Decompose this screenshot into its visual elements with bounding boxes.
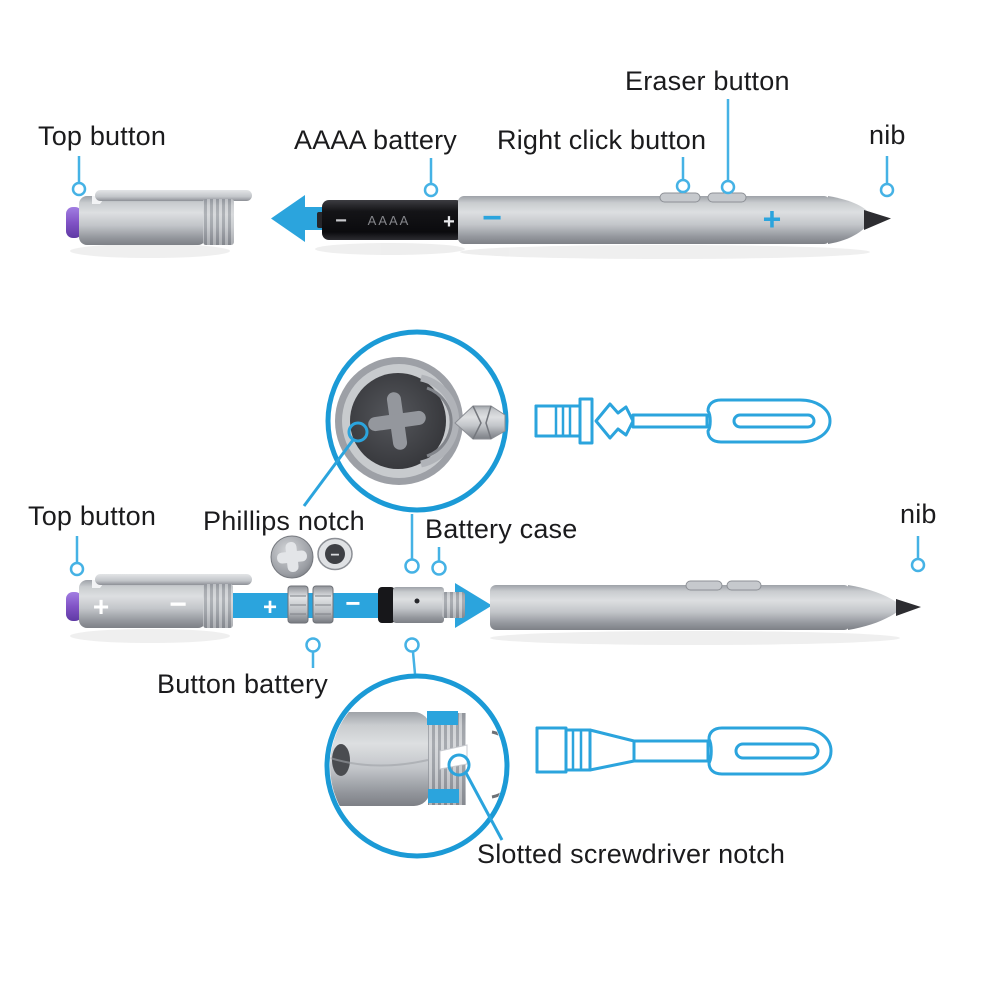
- pen-body-lower: [490, 580, 921, 630]
- pen-clip-lower: [95, 574, 252, 585]
- nib-label-lower: nib: [900, 499, 937, 529]
- lower-leader-lines: [69, 536, 926, 675]
- battery-size-text: AAAA: [368, 213, 411, 228]
- phillips-bit: [454, 405, 506, 440]
- right-click-button: [659, 192, 701, 203]
- upper-leader-lines: [71, 99, 895, 198]
- nib-label-upper: nib: [869, 120, 906, 150]
- notch-highlight-bottom: [428, 789, 459, 803]
- phillips-screwdriver-icon: [534, 397, 832, 445]
- pen-cap-upper: [66, 190, 252, 245]
- slotted-notch-leader: [464, 772, 504, 841]
- cap-plus-mark: +: [93, 591, 109, 622]
- eraser-button: [707, 192, 747, 203]
- coin-cell-plus-face: [270, 535, 314, 579]
- pen-body-upper: − +: [458, 192, 891, 244]
- top-button-purple: [66, 207, 82, 238]
- coin-cell-minus-mark: −: [330, 547, 339, 564]
- pen-nib-upper: [864, 210, 891, 230]
- pen-nib-lower: [896, 599, 921, 616]
- band-plus-mark: +: [263, 594, 277, 621]
- lower-exploded-pen: + − + −: [66, 535, 926, 675]
- phillips-cross: [368, 392, 426, 450]
- band-minus-mark: −: [345, 588, 360, 618]
- battery-minus-mark: −: [335, 210, 347, 232]
- upper-exploded-pen: − AAAA + − +: [66, 99, 895, 245]
- right-click-button-label: Right click button: [497, 125, 707, 155]
- magnifier-slotted-notch: [324, 673, 510, 859]
- phillips-notch-label: Phillips notch: [203, 506, 365, 536]
- pen-clip: [95, 190, 252, 201]
- pen-minus-mark: −: [482, 199, 502, 237]
- eraser-button-label: Eraser button: [625, 66, 790, 96]
- top-button-purple-lower: [66, 592, 82, 621]
- battery-plus-mark: +: [443, 211, 455, 233]
- button-battery-label: Button battery: [157, 669, 328, 699]
- coin-cell-minus-face: −: [317, 537, 353, 571]
- shadows: [70, 243, 900, 645]
- battery-case-leaders: [404, 514, 447, 576]
- phillips-notch-leader: [302, 439, 355, 507]
- notch-marker-circle: [347, 421, 369, 443]
- battery-case-label: Battery case: [425, 514, 578, 544]
- flat-screwdriver-icon: [535, 726, 833, 776]
- battery-case-closeup: [330, 712, 430, 806]
- slotted-marker-circle: [447, 753, 471, 777]
- right-click-button-lower: [685, 580, 723, 591]
- top-button-label-upper: Top button: [38, 121, 167, 151]
- arrow-left-icon: [271, 195, 330, 242]
- battery-case: [378, 587, 465, 623]
- pen-plus-mark: +: [763, 201, 782, 237]
- top-button-label-lower: Top button: [28, 501, 157, 531]
- aaaa-battery-label: AAAA battery: [294, 125, 457, 155]
- slotted-screwdriver-notch-label: Slotted screwdriver notch: [477, 839, 786, 869]
- spring-coil: [420, 374, 460, 468]
- notch-highlight-top: [427, 711, 458, 725]
- button-batteries: [287, 585, 334, 624]
- aaaa-battery: − AAAA +: [317, 200, 463, 240]
- cap-minus-mark: −: [169, 588, 187, 621]
- eraser-button-lower: [726, 580, 762, 591]
- magnifier-phillips-notch: [302, 329, 509, 576]
- pen-cap-lower: + −: [66, 574, 252, 628]
